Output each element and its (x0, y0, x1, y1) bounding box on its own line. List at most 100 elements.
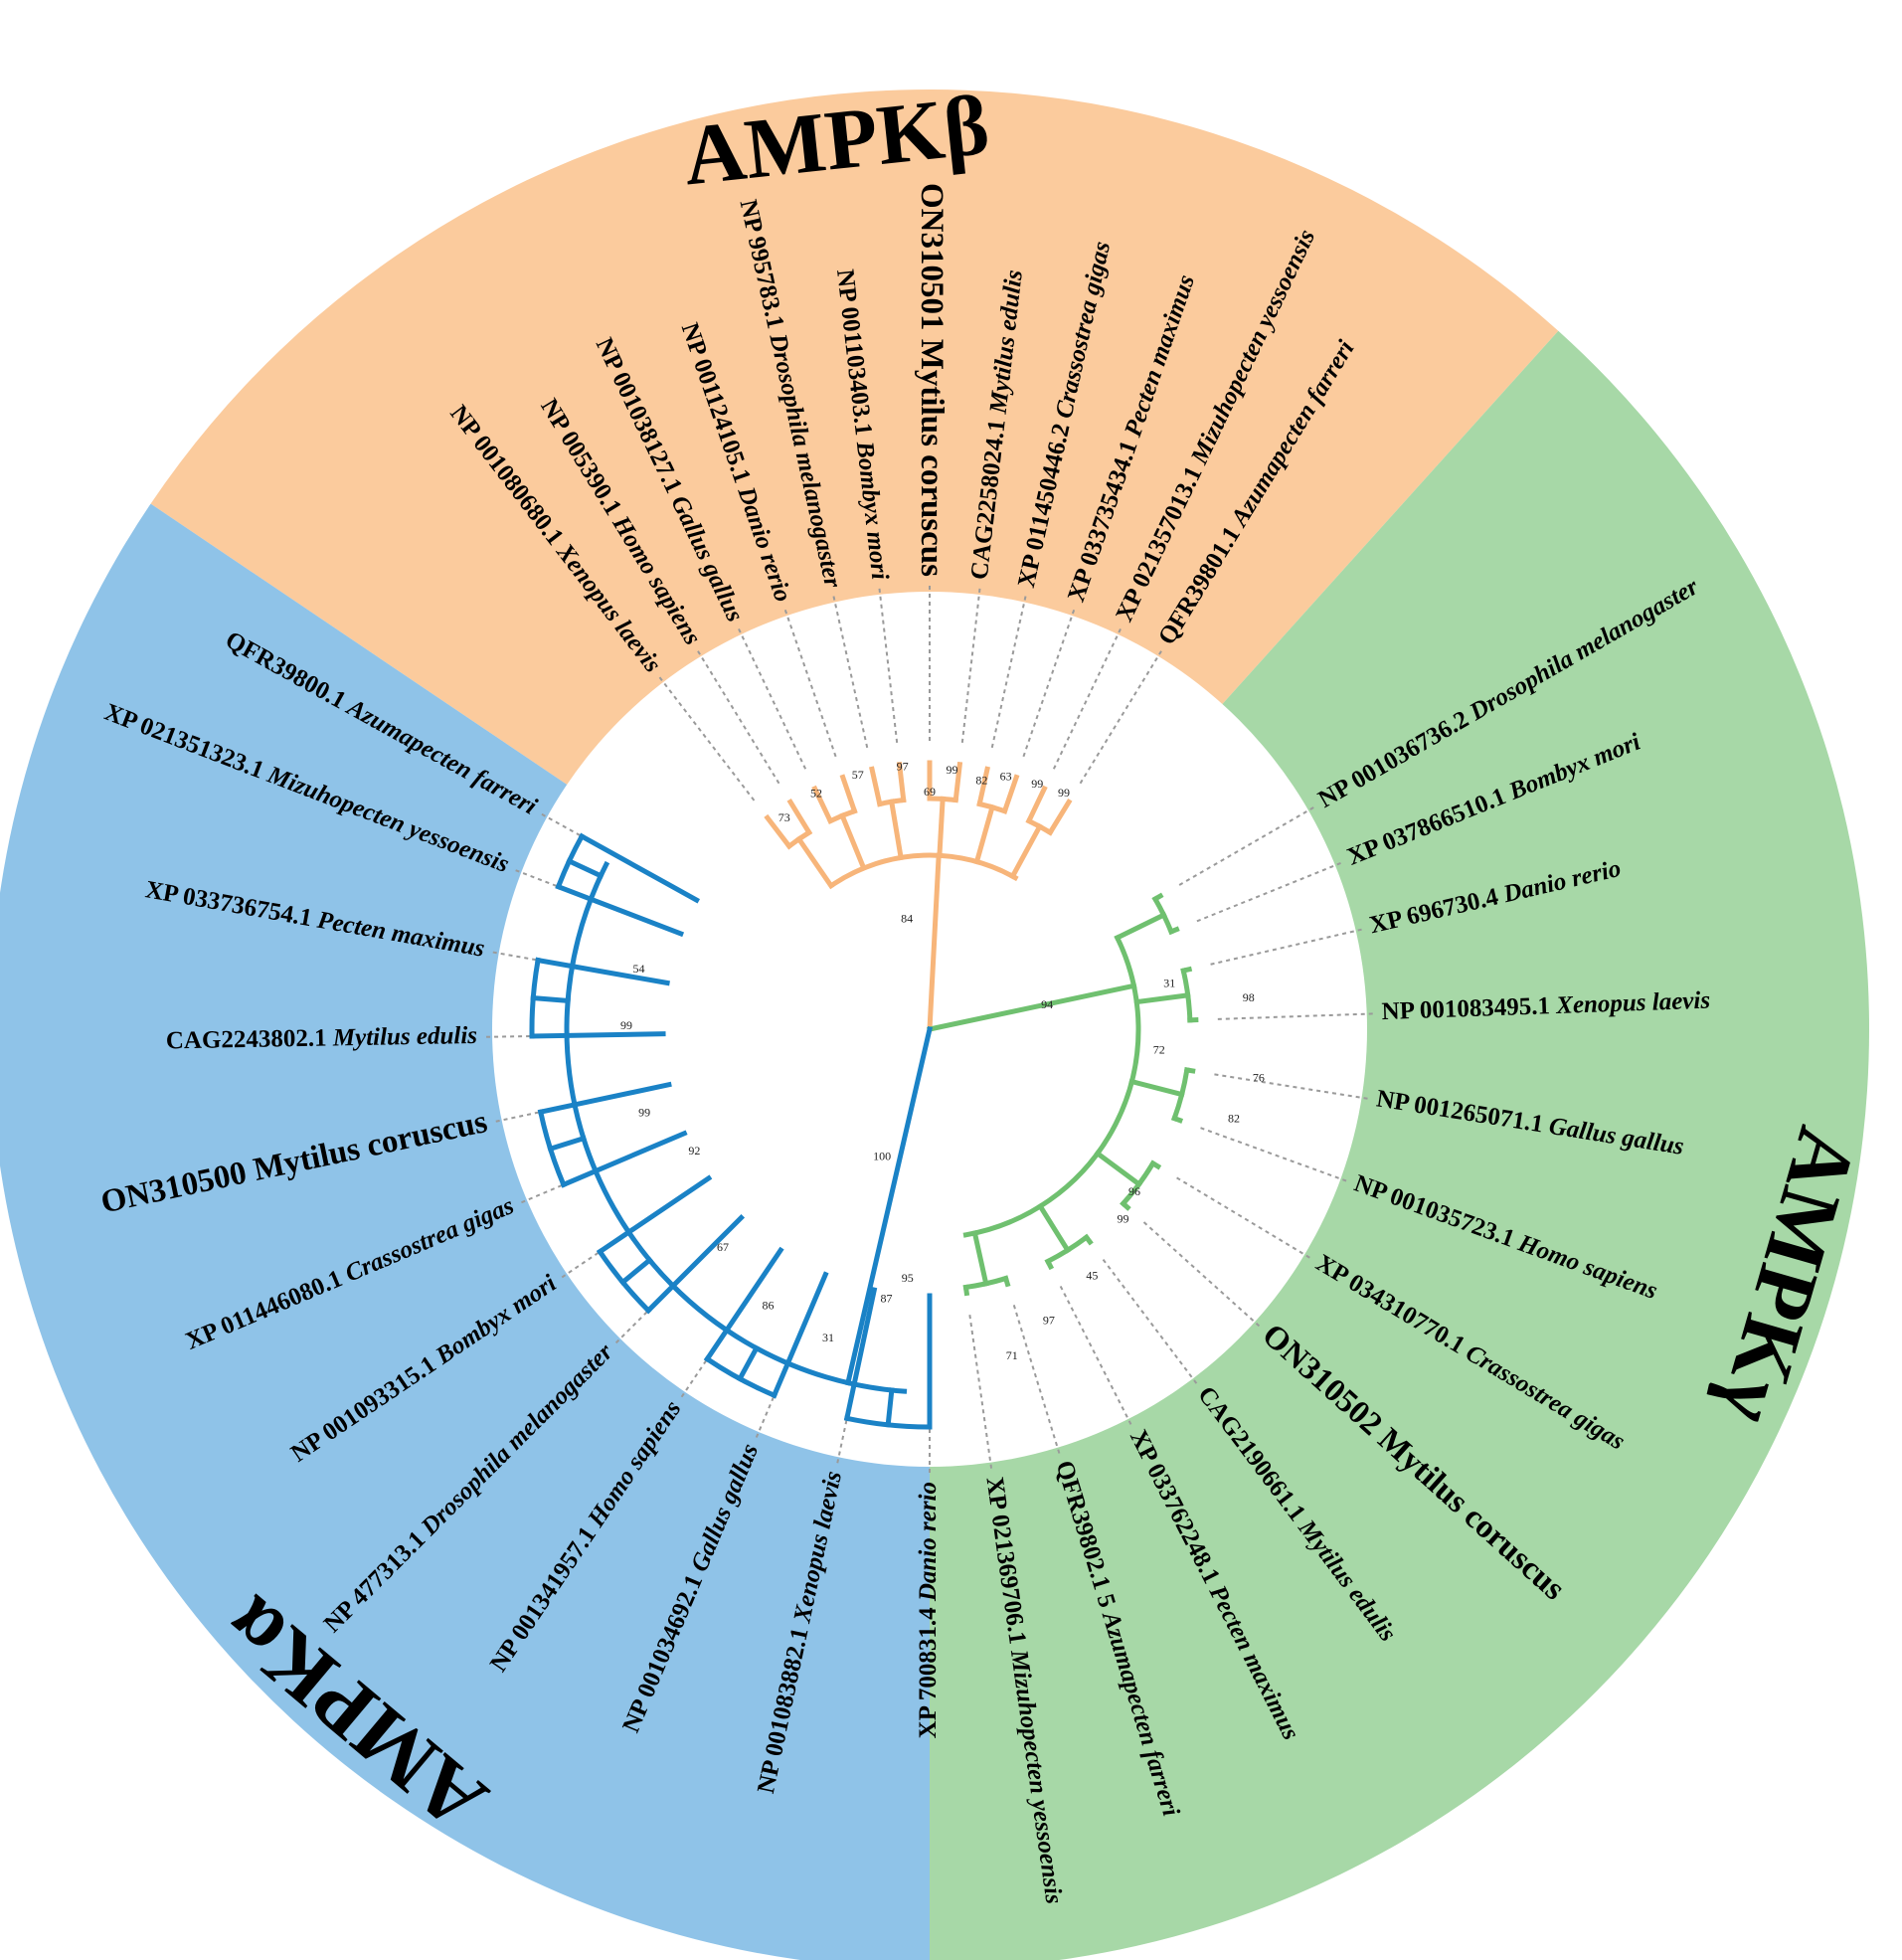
leader-line (878, 587, 899, 743)
support-value: 73 (778, 810, 790, 824)
branch (1151, 892, 1164, 903)
branch (839, 774, 858, 814)
branch (703, 1355, 778, 1399)
branch (555, 883, 685, 938)
branch (1120, 1199, 1131, 1211)
branch (829, 852, 1019, 888)
branch (1009, 822, 1044, 880)
leader-line (1079, 649, 1163, 785)
support-value: 99 (1117, 1211, 1128, 1225)
branch (888, 799, 904, 861)
branch (962, 934, 1141, 1238)
branch (1167, 926, 1180, 936)
branch (1044, 1258, 1055, 1271)
support-value: 95 (902, 1271, 914, 1285)
branch (703, 1246, 784, 1363)
leader-line (737, 627, 807, 770)
leader-line (1176, 1176, 1311, 1260)
support-value: 72 (1153, 1042, 1165, 1056)
leader-line (1214, 1073, 1369, 1100)
branch (1083, 1233, 1094, 1246)
branch (843, 1287, 878, 1422)
leader-line (1196, 861, 1342, 923)
branch (566, 857, 605, 880)
branch (644, 1213, 746, 1315)
leader-line (1059, 1285, 1132, 1426)
support-value: 31 (822, 1331, 834, 1344)
support-value: 94 (1041, 997, 1053, 1011)
support-value: 57 (852, 768, 864, 782)
support-value: 31 (1163, 976, 1175, 989)
branch (1002, 1275, 1011, 1288)
sector-gamma (930, 330, 1870, 1960)
leader-line (990, 595, 1027, 749)
branch (537, 1081, 672, 1116)
leaf-label: NP 001083495.1 Xenopus laevis (1381, 986, 1710, 1025)
branch (927, 982, 1137, 1032)
leader-line (783, 609, 837, 758)
leaf-label: ON310501 Mytilus coruscus (914, 183, 950, 577)
support-value: 54 (632, 962, 644, 976)
branch (962, 1284, 970, 1297)
support-value: 99 (946, 763, 957, 777)
leaf-species: Mytilus edulis (332, 1022, 478, 1052)
support-value: 96 (1128, 1184, 1140, 1198)
branch (618, 1256, 653, 1286)
branch (1180, 966, 1193, 975)
branch (976, 766, 990, 807)
branch (896, 761, 907, 803)
branch (1170, 1115, 1184, 1124)
support-value: 86 (763, 1298, 775, 1312)
branch (771, 1271, 829, 1399)
branch (535, 957, 670, 986)
leaf-label: CAG2243802.1 Mytilus edulis (166, 1022, 478, 1054)
branch (578, 832, 701, 904)
support-value: 67 (717, 1240, 729, 1254)
leaf-accession: CAG2243802.1 (166, 1024, 334, 1054)
leader-line (960, 587, 981, 743)
leader-line (1052, 627, 1123, 770)
leaf-accession: XP 700831.4 (915, 1601, 942, 1738)
branch (1036, 1202, 1072, 1254)
support-value: 84 (901, 911, 913, 925)
support-value: 99 (620, 1018, 632, 1032)
branch (736, 1344, 761, 1382)
support-value: 76 (1253, 1070, 1265, 1084)
branch (1094, 1150, 1143, 1188)
branch (529, 1031, 666, 1039)
leaf-species: Xenopus laevis (1555, 986, 1711, 1018)
branch (952, 761, 963, 803)
branch (560, 1130, 688, 1188)
branch (869, 766, 883, 807)
branch (1114, 911, 1167, 942)
leaf-species: Mytilus coruscus (914, 339, 950, 577)
support-value: 92 (688, 1144, 700, 1158)
tree-branches (529, 760, 1199, 1430)
branch (927, 796, 959, 803)
branch (786, 799, 813, 836)
branch (927, 852, 942, 1032)
branch (596, 1174, 713, 1256)
leader-line (1022, 609, 1076, 758)
branch (971, 1230, 989, 1287)
branch (547, 1135, 588, 1153)
leader-line (832, 595, 869, 749)
group-sectors (0, 89, 1870, 1960)
leader-line (1012, 1305, 1061, 1455)
leader-line (658, 675, 756, 802)
leader-line (1102, 1259, 1198, 1385)
support-value: 45 (1086, 1269, 1098, 1283)
leader-line (1217, 1012, 1374, 1020)
support-value: 63 (1000, 769, 1012, 783)
branch (596, 1248, 652, 1315)
support-value: 82 (975, 774, 987, 788)
branch (530, 994, 571, 1004)
support-value: 69 (924, 785, 936, 799)
sector-beta (150, 89, 1559, 1029)
support-value: 52 (810, 786, 822, 800)
leaf-label: XP 700831.4 Danio rerio (915, 1482, 942, 1738)
support-value: 87 (881, 1292, 893, 1306)
leaf-accession: NP 001083495.1 (1381, 992, 1557, 1025)
support-value: 99 (638, 1106, 650, 1120)
